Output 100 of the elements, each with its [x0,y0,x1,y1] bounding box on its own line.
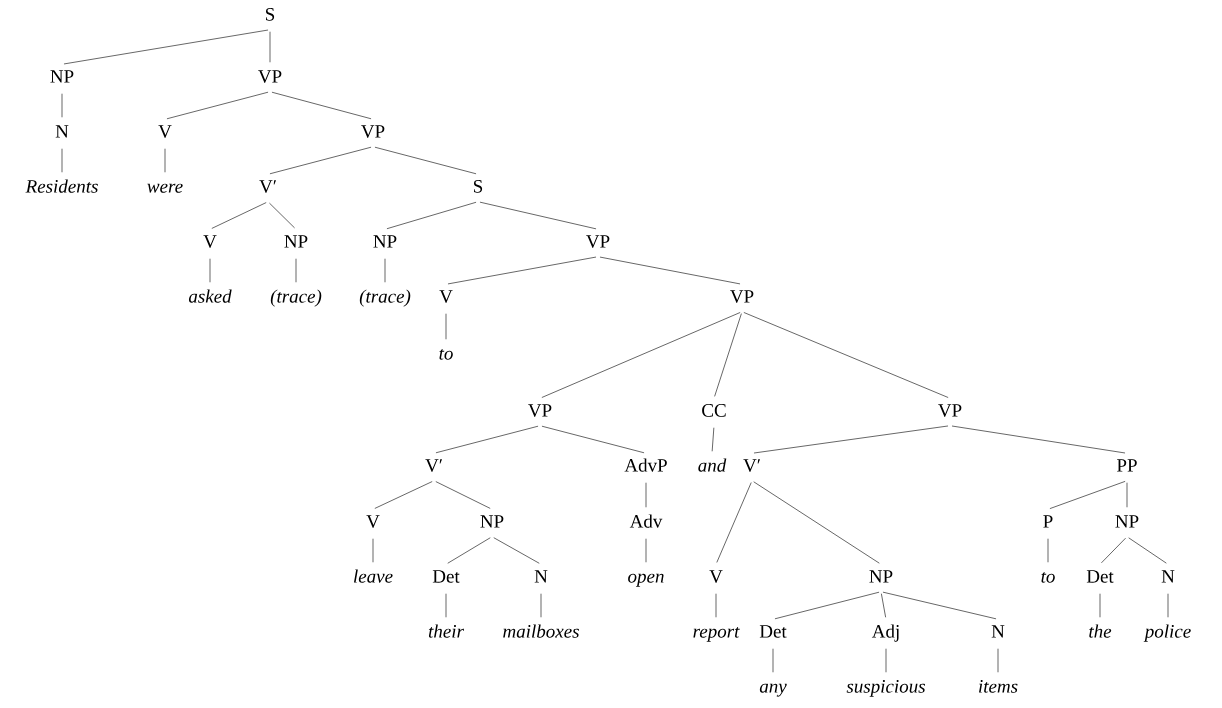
branch-line [61,93,63,118]
branch-line [772,648,774,673]
word-label: report [693,626,740,642]
word-label: (trace) [359,289,411,307]
branch-line [711,427,715,452]
branch-line [716,482,752,563]
category-label: VP [586,235,610,248]
category-label: P [1043,515,1053,528]
branch-line [774,591,880,620]
category-label: AdvP [624,458,667,472]
branch-line [269,202,295,229]
category-label: S [266,8,275,21]
category-label: NP [480,515,504,528]
branch-line [1049,481,1126,509]
branch-line [479,201,597,230]
word-label: the [1089,624,1112,638]
word-label: Residents [25,179,98,193]
branch-line [295,258,297,283]
branch-line [269,31,271,63]
branch-line [372,538,374,563]
word-label: asked [188,289,232,303]
branch-line [645,482,647,508]
category-label: VP [938,404,962,417]
word-label: (trace) [270,289,322,307]
branch-line [435,425,539,454]
category-label: PP [1117,459,1137,472]
word-label: were [147,183,183,193]
category-label: Det [1086,570,1114,583]
word-label: suspicious [846,680,926,697]
category-label: N [55,125,69,138]
branch-line [271,91,372,120]
branch-line [715,593,717,618]
category-label: V [366,515,380,528]
branch-line [61,148,63,173]
category-label: N [991,625,1005,638]
branch-line [1047,538,1049,563]
category-label: NP [869,570,893,583]
branch-line [447,537,491,564]
category-label: VP [528,404,552,417]
word-label: mailboxes [503,624,579,638]
branch-line [384,258,386,283]
branch-line [1101,537,1126,564]
branch-line [753,425,949,454]
word-label: items [979,680,1018,693]
branch-line [166,91,269,120]
category-label: Adv [629,514,663,528]
branch-line [1099,593,1101,618]
branch-line [63,29,269,65]
branch-line [540,593,542,618]
branch-line [435,481,491,509]
category-label: VP [258,70,282,83]
word-label: open [628,573,664,587]
branch-line [1126,482,1128,508]
category-label: Adj [871,624,899,642]
branch-line [445,313,447,340]
category-label: V [203,235,217,248]
category-label: VP [361,125,385,138]
branch-line [374,146,477,175]
branch-line [164,148,166,173]
branch-line [885,648,887,673]
branch-line [269,146,372,175]
branch-line [493,537,540,564]
category-label: VP [730,290,754,303]
branch-line [445,593,447,618]
word-label: to [1041,571,1055,583]
category-label: NP [373,235,397,248]
branch-line [753,481,880,564]
branch-line [951,425,1126,454]
branch-line [743,312,949,398]
word-label: any [759,683,787,697]
word-label: police [1143,624,1191,642]
category-label: CC [702,404,726,417]
word-label: and [698,458,727,472]
category-label: V′ [259,180,276,193]
branch-line [997,648,999,673]
category-label: NP [50,70,74,83]
branch-line [541,425,645,454]
branch-line [599,256,741,285]
word-label: leave [354,569,393,583]
category-label: NP [1115,515,1139,528]
category-label: S [474,180,483,193]
category-label: N [1161,570,1175,583]
category-label: N [534,570,548,583]
category-label: V [439,290,453,303]
category-label: NP [284,235,308,248]
category-label: Det [432,570,460,583]
branch-line [882,591,997,620]
category-label: Det [759,625,787,638]
category-label: V′ [743,459,760,472]
branch-line [209,258,211,283]
category-label: V [158,125,172,138]
branch-line [881,593,886,618]
branch-line [541,312,741,398]
branch-line [645,538,647,563]
branch-line [447,256,597,285]
branch-line [714,313,742,397]
branch-line [211,202,267,229]
category-label: V′ [425,459,442,472]
branch-line [1167,593,1169,618]
word-label: to [439,348,453,360]
